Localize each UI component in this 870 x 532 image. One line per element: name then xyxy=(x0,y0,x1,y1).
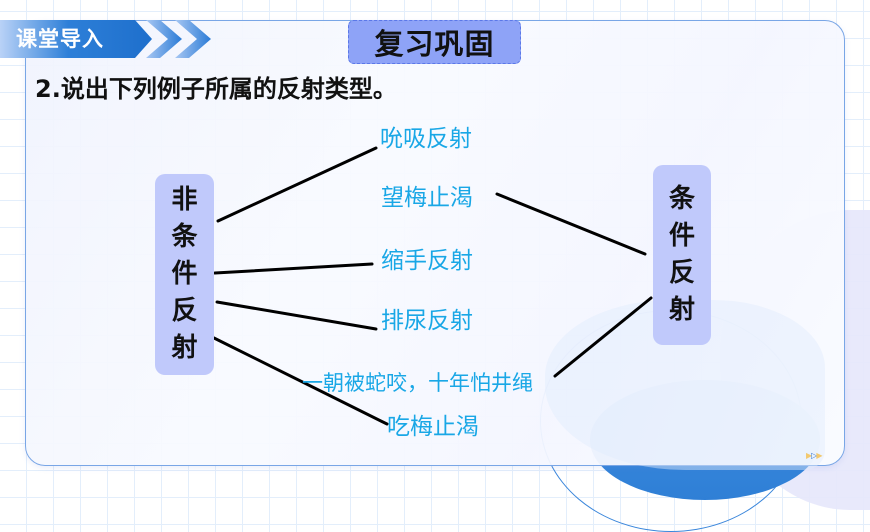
category-char: 射 xyxy=(668,295,695,325)
play-arrows-icon[interactable]: ▶▷▶ xyxy=(806,451,823,460)
example-item: 吮吸反射 xyxy=(380,126,472,152)
section-tag xyxy=(0,20,152,58)
category-char: 条 xyxy=(171,222,198,252)
line-unconditioned-eating-plum xyxy=(212,336,389,426)
question-text: 2.说出下列例子所属的反射类型。 xyxy=(35,75,397,103)
category-unconditioned-reflex: 非 条 件 反 射 xyxy=(155,174,214,375)
category-char: 件 xyxy=(668,221,695,251)
line-conditioned-snake xyxy=(553,296,653,378)
connector-lines xyxy=(212,146,653,426)
line-conditioned-plum xyxy=(495,192,647,256)
category-char: 非 xyxy=(171,185,198,215)
title-badge-label: 复习巩固 xyxy=(374,27,495,61)
example-item: 排尿反射 xyxy=(381,308,473,334)
example-item: 一朝被蛇咬，十年怕井绳 xyxy=(302,371,533,395)
line-unconditioned-withdrawal xyxy=(213,262,374,275)
category-char: 件 xyxy=(171,259,198,289)
category-char: 射 xyxy=(171,333,198,363)
line-unconditioned-suckling xyxy=(216,146,378,223)
section-tag-label: 课堂导入 xyxy=(16,27,104,51)
category-char: 条 xyxy=(668,184,695,214)
example-item: 缩手反射 xyxy=(381,248,473,274)
example-item: 吃梅止渴 xyxy=(387,414,479,440)
example-item: 望梅止渴 xyxy=(381,185,473,211)
category-conditioned-reflex: 条 件 反 射 xyxy=(653,165,711,345)
category-char: 反 xyxy=(668,258,695,288)
line-unconditioned-urination xyxy=(215,300,378,331)
category-char: 反 xyxy=(171,296,198,326)
title-badge: 复习巩固 xyxy=(348,20,521,64)
